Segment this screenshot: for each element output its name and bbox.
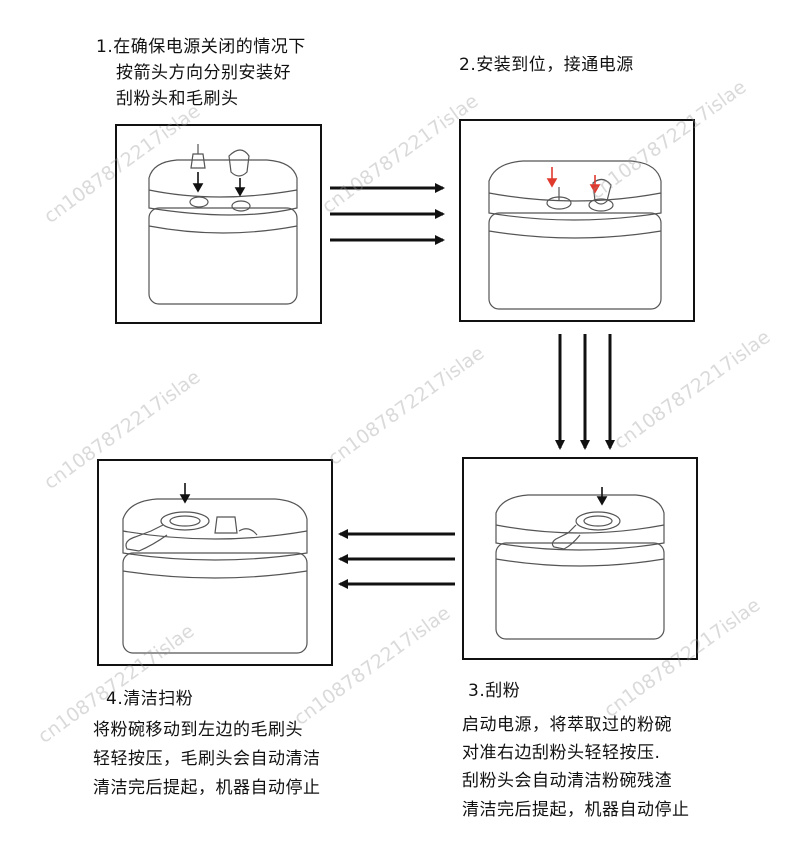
step1-device-illustration — [148, 144, 298, 305]
step4-line3: 轻轻按压，毛刷头会自动清洁 — [93, 749, 321, 769]
step4-line4: 清洁完后提起，机器自动停止 — [93, 778, 321, 798]
step3-line4: 刮粉头会自动清洁粉碗残渣 — [462, 771, 672, 791]
step1-panel — [115, 124, 322, 324]
step1-line2: 按箭头方向分别安装好 — [116, 63, 291, 83]
step3-panel — [462, 457, 698, 660]
step2-device-illustration — [488, 160, 662, 310]
step2-panel — [459, 119, 695, 322]
step3-line5: 清洁完后提起，机器自动停止 — [462, 800, 690, 820]
step3-title: 3.刮粉 — [468, 681, 521, 701]
step3-line2: 启动电源，将萃取过的粉碗 — [462, 715, 672, 735]
step4-line2: 将粉碗移动到左边的毛刷头 — [93, 720, 303, 740]
step4-device-illustration — [122, 483, 308, 654]
step1-title: 1.在确保电源关闭的情况下 — [96, 37, 306, 57]
step3-line3: 对准右边刮粉头轻轻按压. — [462, 743, 661, 763]
step4-title: 4.清洁扫粉 — [106, 689, 194, 709]
step3-device-illustration — [495, 487, 665, 640]
step2-title: 2.安装到位，接通电源 — [459, 55, 634, 75]
step4-panel — [97, 459, 333, 666]
step1-line3: 刮粉头和毛刷头 — [116, 89, 239, 109]
